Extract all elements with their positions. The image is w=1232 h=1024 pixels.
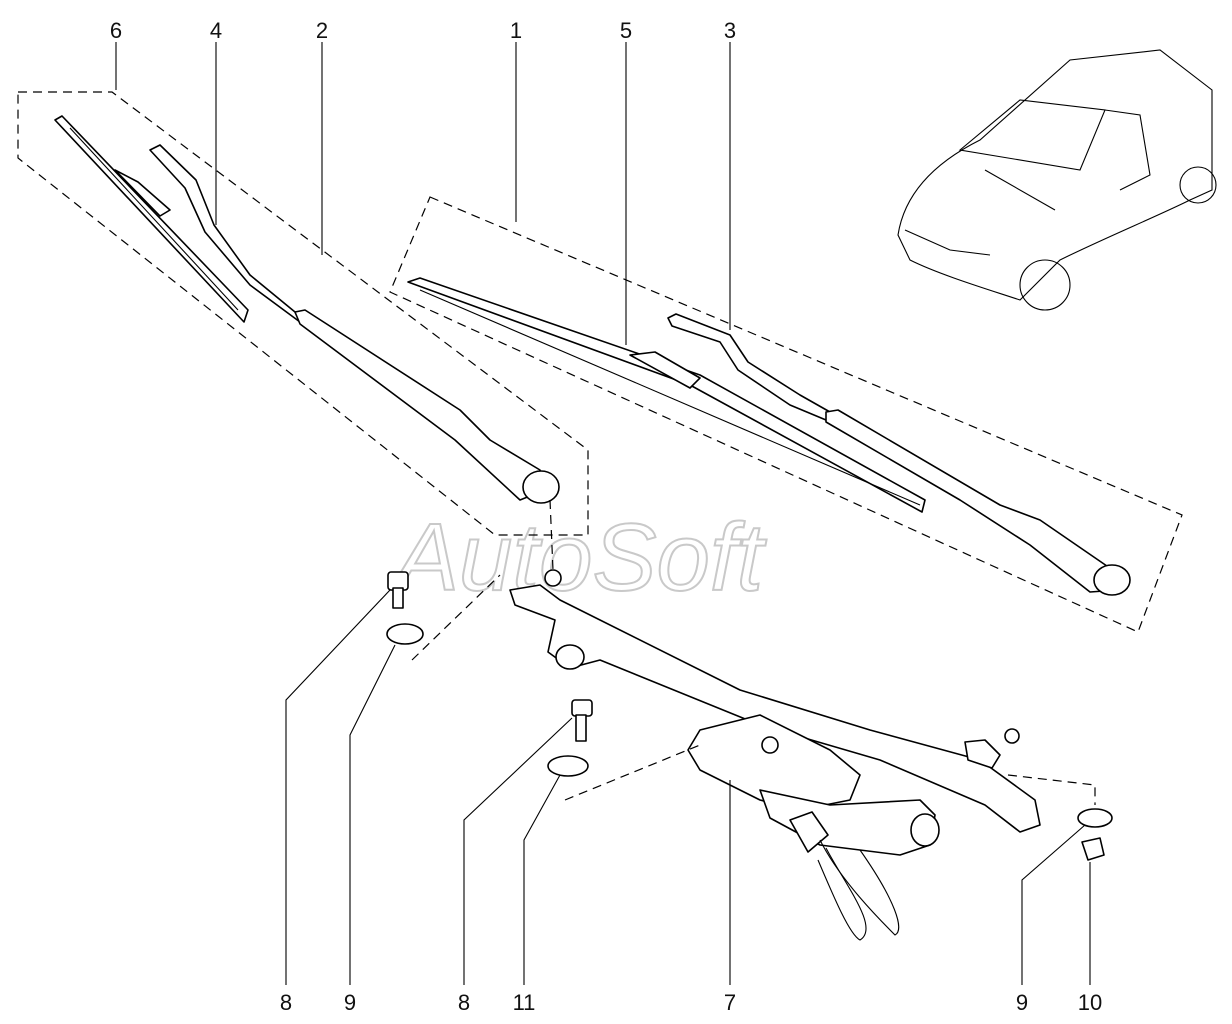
center-fastener-axis	[564, 744, 701, 801]
watermark: AutoSoft	[390, 504, 767, 611]
callout-5: 5	[620, 18, 632, 43]
leader-9b	[1021, 824, 1086, 985]
right-wiper-arm	[667, 313, 1131, 596]
callout-3: 3	[724, 18, 736, 43]
callout-2: 2	[316, 18, 328, 43]
bolt-center	[571, 699, 593, 742]
washer-left	[386, 623, 424, 645]
callout-8b: 8	[458, 990, 470, 1015]
leader-8a	[285, 589, 391, 985]
leader-11	[523, 774, 561, 985]
car-outline-icon	[897, 49, 1217, 311]
callout-11: 11	[513, 990, 536, 1015]
callout-1: 1	[510, 18, 522, 43]
washer-center	[547, 755, 589, 777]
leader-9a	[349, 644, 396, 985]
leader-8b	[463, 717, 573, 985]
left-wiper-arm	[149, 144, 560, 504]
nut-right	[1081, 837, 1105, 861]
callout-10: 10	[1078, 990, 1102, 1015]
callout-6: 6	[110, 18, 122, 43]
right-wiper-group-outline	[389, 196, 1183, 633]
callout-7: 7	[724, 990, 736, 1015]
washer-right	[1077, 808, 1113, 828]
callout-9b: 9	[1016, 990, 1028, 1015]
bolt-left	[387, 571, 409, 609]
left-wiper-group-outline	[17, 91, 589, 536]
wiper-linkage-and-motor	[509, 499, 1041, 941]
callout-9a: 9	[344, 990, 356, 1015]
callout-8a: 8	[280, 990, 292, 1015]
left-fastener-axis	[411, 574, 501, 661]
left-wiper-blade	[54, 115, 249, 323]
callout-4: 4	[210, 18, 222, 43]
right-wiper-blade	[407, 277, 926, 513]
